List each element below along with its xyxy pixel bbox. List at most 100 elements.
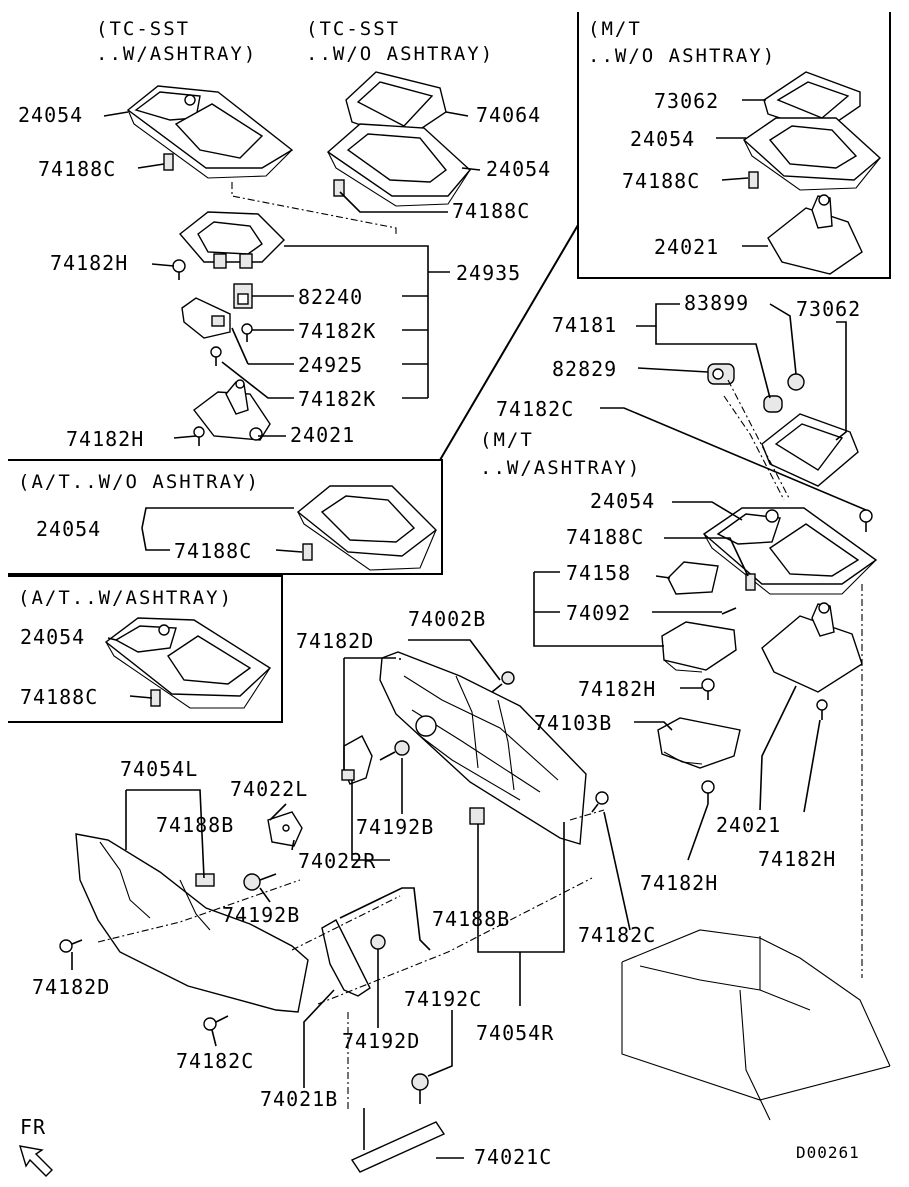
ashtray-lid-74158 [667, 561, 719, 595]
bar-74021c [350, 1121, 446, 1173]
label-82240: 82240 [298, 285, 363, 309]
screw-74182h-e [816, 699, 828, 720]
bracket-74021b [321, 887, 431, 997]
console-top-at-no-ashtray [296, 485, 438, 571]
label-24054-d: 24054 [590, 489, 655, 513]
label-74188c-a: 74188C [38, 157, 116, 181]
front-label: FR [20, 1115, 46, 1139]
label-82829: 82829 [552, 357, 617, 381]
label-74092: 74092 [566, 601, 631, 625]
label-74188c-c: 74188C [622, 169, 700, 193]
label-74054r: 74054R [476, 1021, 554, 1045]
label-74021c: 74021C [474, 1145, 552, 1169]
floor-tunnel [621, 929, 891, 1121]
label-74182h-c: 74182H [578, 677, 656, 701]
label-74192d: 74192D [342, 1029, 420, 1053]
header-tc-sst-wo-ashtray-1: (TC-SST [306, 18, 400, 40]
mt-boot-24021-b [767, 194, 863, 275]
label-24054-f: 24054 [20, 625, 85, 649]
label-24054-a: 24054 [18, 103, 83, 127]
front-arrow-icon [19, 1145, 53, 1177]
label-74181: 74181 [552, 313, 617, 337]
label-74182h-b: 74182H [66, 427, 144, 451]
clip-74188c-e [302, 543, 313, 561]
label-24925: 24925 [298, 353, 363, 377]
shift-bezel-24935 [178, 211, 285, 269]
shift-boot-24021-a [193, 379, 271, 441]
header-mt-wo-ashtray-1: (M/T [588, 18, 642, 40]
mt-console-top-24054 [742, 117, 882, 191]
label-74182c-b: 74182C [578, 923, 656, 947]
header-mt-wo-ashtray-2: ..W/O ASHTRAY) [588, 45, 776, 67]
bracket-24925 [181, 297, 231, 339]
label-74054l: 74054L [120, 757, 198, 781]
side-panel-74054l [75, 833, 309, 1013]
fastener-74002b [491, 671, 515, 693]
clip-74188b-a [195, 873, 215, 887]
label-74188c-f: 74188C [20, 685, 98, 709]
header-tc-sst-w-ashtray-2: ..W/ASHTRAY) [96, 43, 257, 65]
header-at-wo-ashtray: (A/T..W/O ASHTRAY) [18, 471, 260, 493]
clip-74188b-b [469, 807, 485, 825]
switch-82240 [233, 283, 253, 309]
clip-74188c-b [333, 179, 345, 197]
label-24054-c: 24054 [630, 127, 695, 151]
label-74188b-a: 74188B [156, 813, 234, 837]
label-24021-c: 24021 [716, 813, 781, 837]
bracket-74103b [657, 717, 741, 769]
bolt-74192c [411, 1073, 429, 1104]
console-top-at-ashtray [104, 617, 272, 709]
label-24054-b: 24054 [486, 157, 551, 181]
side-panel-74054r [379, 651, 587, 845]
label-74182d-a: 74182D [296, 629, 374, 653]
header-mt-w-ashtray-1: (M/T [480, 429, 534, 451]
screw-74182k-b [210, 346, 222, 366]
screw-74182h-d [701, 780, 715, 804]
header-tc-sst-w-ashtray-1: (TC-SST [96, 18, 190, 40]
clip-74188c-d [745, 573, 756, 591]
label-74188c-e: 74188C [174, 539, 252, 563]
header-at-w-ashtray: (A/T..W/ASHTRAY) [18, 587, 233, 609]
bolt-74192b-b [243, 873, 277, 891]
label-74182k-b: 74182K [298, 387, 376, 411]
label-24021-a: 24021 [290, 423, 355, 447]
label-24054-e: 24054 [36, 517, 101, 541]
label-74188b-b: 74188B [432, 907, 510, 931]
label-74182h-e: 74182H [640, 871, 718, 895]
label-74021b: 74021B [260, 1087, 338, 1111]
label-74188c-d: 74188C [566, 525, 644, 549]
label-74022l: 74022L [230, 777, 308, 801]
console-top-tc-ashtray [126, 85, 294, 179]
section-borders [8, 12, 891, 723]
label-24021-b: 24021 [654, 235, 719, 259]
part-drawings [59, 71, 891, 1173]
label-74192b-b: 74192B [222, 903, 300, 927]
label-74064: 74064 [476, 103, 541, 127]
clip-74188c-c [748, 171, 759, 189]
mt-boot-24021-c [761, 602, 863, 693]
ashtray-housing [661, 621, 737, 673]
lamp-82829 [707, 363, 735, 385]
label-74192c: 74192C [404, 987, 482, 1011]
bezel-73062-c [761, 413, 859, 487]
spring-74092 [721, 607, 737, 615]
console-top-mt-ashtray [702, 507, 878, 595]
bracket-74022l [267, 811, 303, 847]
label-83899: 83899 [684, 291, 749, 315]
plate-74064-inner [356, 81, 434, 127]
label-24935: 24935 [456, 261, 521, 285]
clip-74188c-a [163, 153, 174, 171]
screw-74182c-a [859, 509, 873, 532]
label-74182c-c: 74182C [176, 1049, 254, 1073]
label-73062-b: 73062 [796, 297, 861, 321]
console-top-tc-no-ashtray [326, 123, 471, 207]
label-73062-a: 73062 [654, 89, 719, 113]
screw-74182h-c [701, 678, 715, 700]
label-74158: 74158 [566, 561, 631, 585]
part-labels: 24054 74188C 74064 24054 74188C 74182H 2… [18, 89, 861, 1169]
screw-74182h-a [172, 259, 186, 280]
screw-74182h-b [193, 426, 205, 446]
screw-74182k-a [241, 323, 253, 342]
label-74182c-a: 74182C [496, 397, 574, 421]
bulb-73062-b [787, 373, 805, 391]
